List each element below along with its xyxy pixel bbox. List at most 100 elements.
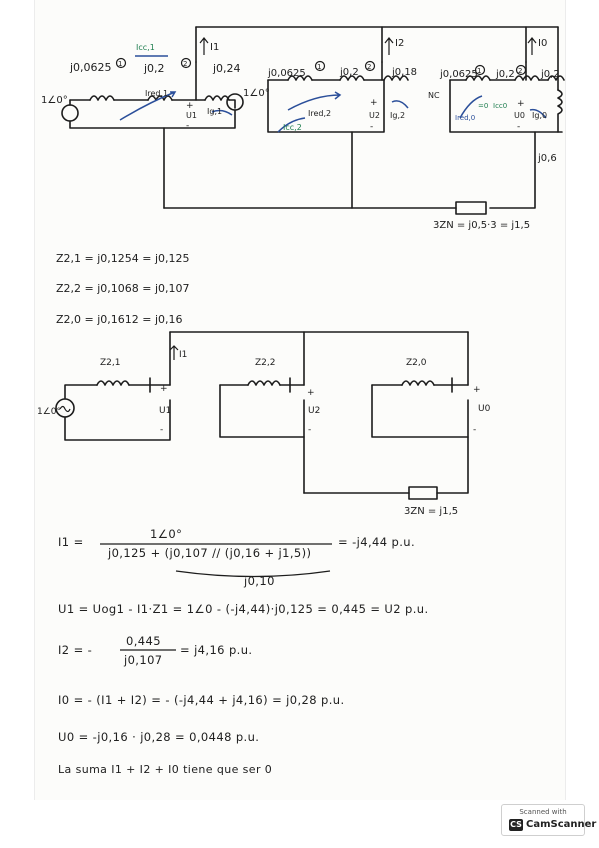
inductor-1b	[147, 95, 173, 101]
arrow-i0	[527, 37, 537, 55]
source-3-label: 1∠0°	[37, 407, 61, 417]
z-label-2a: j0,0625	[267, 68, 306, 79]
svg-text:+: +	[370, 98, 378, 108]
z-label-1a: j0,0625	[69, 61, 112, 74]
z21-label: Z2,1	[100, 358, 120, 368]
inductor-2c	[383, 75, 409, 81]
arrow-i1-2	[169, 345, 179, 360]
svg-text:U2: U2	[369, 111, 380, 120]
ired0-arrow	[459, 95, 483, 119]
svg-text:-: -	[473, 425, 476, 435]
svg-text:2: 2	[183, 60, 187, 68]
z-label-3c: j0,2	[540, 69, 560, 80]
svg-text:-: -	[160, 425, 163, 435]
svg-text:Ig,0: Ig,0	[532, 111, 547, 120]
svg-text:I1: I1	[179, 350, 187, 360]
svg-text:-: -	[517, 122, 520, 132]
svg-text:U0: U0	[478, 404, 491, 414]
arrow-i1	[199, 37, 209, 55]
svg-text:Ig,1: Ig,1	[207, 107, 222, 116]
zth-positive: Z2,1 = j0,1254 = j0,125	[56, 252, 190, 265]
eq-i0: I0 = - (I1 + I2) = - (-j4,44 + j4,16) = …	[58, 693, 345, 707]
zth-negative: Z2,2 = j0,1068 = j0,107	[56, 282, 190, 295]
scanned-with-text: Scanned with	[519, 808, 567, 816]
current-i2-label: I2	[395, 38, 404, 49]
camscanner-watermark: Scanned with CS CamScanner	[501, 804, 596, 836]
svg-text:U0: U0	[514, 111, 525, 120]
svg-text:U1: U1	[159, 406, 171, 416]
z20-inductor	[401, 380, 435, 386]
ground-equation-2: 3ZN = j1,5	[404, 506, 458, 517]
ground-resistor-2	[408, 486, 438, 500]
z-label-1b: j0,2	[143, 62, 165, 75]
eq-u0: U0 = -j0,16 · j0,28 = 0,0448 p.u.	[58, 730, 260, 744]
svg-text:NC: NC	[428, 91, 440, 100]
zth-zero: Z2,0 = j0,1612 = j0,16	[56, 313, 183, 326]
eq-i2-num: 0,445	[126, 634, 161, 648]
svg-text:2: 2	[367, 63, 371, 71]
source-2-label: 1∠0°	[243, 88, 270, 99]
z-label-2b: j0,2	[339, 67, 359, 78]
svg-text:-: -	[370, 122, 373, 132]
eq-i2-lhs: I2 = -	[58, 643, 93, 657]
ired2-arrow	[287, 91, 342, 111]
source-1	[61, 104, 79, 122]
camscanner-text: CamScanner	[526, 819, 597, 830]
inductor-3d	[557, 89, 563, 133]
svg-text:1: 1	[477, 67, 481, 75]
arrow-i2	[384, 37, 394, 55]
ground-resistor-1	[455, 201, 487, 215]
svg-text:+: +	[307, 388, 315, 398]
eq-u1: U1 = Uog1 - I1·Z1 = 1∠0 - (-j4,44)·j0,12…	[58, 602, 429, 616]
svg-text:+: +	[186, 101, 194, 111]
note-sum-zero: La suma I1 + I2 + I0 tiene que ser 0	[58, 763, 273, 776]
z-label-3a: j0,0625	[439, 69, 478, 80]
source-1-label: 1∠0°	[41, 95, 68, 106]
eq-i2-den: j0,107	[124, 653, 163, 667]
inductor-2b	[339, 75, 365, 81]
eq-i1-num: 1∠0°	[150, 527, 183, 541]
z21-inductor	[96, 380, 130, 386]
svg-text:+: +	[160, 384, 168, 394]
ired1-label: Ired,1	[145, 89, 168, 98]
svg-text:Ired,0: Ired,0	[455, 114, 475, 122]
inductor-1c	[204, 95, 230, 101]
inductor-3a	[465, 75, 491, 81]
svg-text:U2: U2	[308, 406, 320, 416]
svg-text:-: -	[308, 425, 311, 435]
z-label-1c: j0,24	[212, 62, 241, 75]
svg-text:+: +	[473, 385, 481, 395]
svg-text:Ired,2: Ired,2	[308, 109, 331, 118]
svg-text:-: -	[186, 121, 189, 131]
inductor-3c	[547, 75, 565, 81]
notebook-page	[34, 0, 566, 800]
svg-text:Ig,2: Ig,2	[390, 111, 405, 120]
eq-i2-result: = j4,16 p.u.	[180, 643, 253, 657]
svg-text:2: 2	[518, 67, 522, 75]
z-label-3b: j0,2	[495, 69, 515, 80]
inductor-1a	[89, 95, 115, 101]
current-i1-label: I1	[210, 42, 219, 53]
svg-text:Icc,2: Icc,2	[283, 123, 302, 132]
current-i0-label: I0	[538, 38, 547, 49]
svg-text:1: 1	[118, 60, 122, 68]
box-3	[449, 79, 563, 133]
box-2	[267, 79, 385, 133]
camscanner-logo-icon: CS	[509, 819, 523, 831]
svg-text:Icc0: Icc0	[493, 102, 507, 110]
eq-i1-den: j0,125 + (j0,107 // (j0,16 + j1,5))	[108, 546, 312, 560]
z22-inductor	[247, 380, 281, 386]
z-label-2c: j0,18	[391, 67, 417, 78]
z22-label: Z2,2	[255, 358, 275, 368]
ground-equation-1: 3ZN = j0,5·3 = j1,5	[433, 220, 530, 231]
ired1-arrow	[119, 91, 177, 121]
svg-text:=0: =0	[478, 102, 488, 110]
inductor-2a	[287, 75, 313, 81]
svg-text:+: +	[517, 99, 525, 109]
svg-text:U1: U1	[186, 111, 197, 120]
z-label-3d: j0,6	[537, 153, 557, 164]
eq-i1-under: j0,10	[244, 574, 275, 588]
z20-label: Z2,0	[406, 358, 427, 368]
eq-i1-result: = -j4,44 p.u.	[338, 535, 415, 549]
